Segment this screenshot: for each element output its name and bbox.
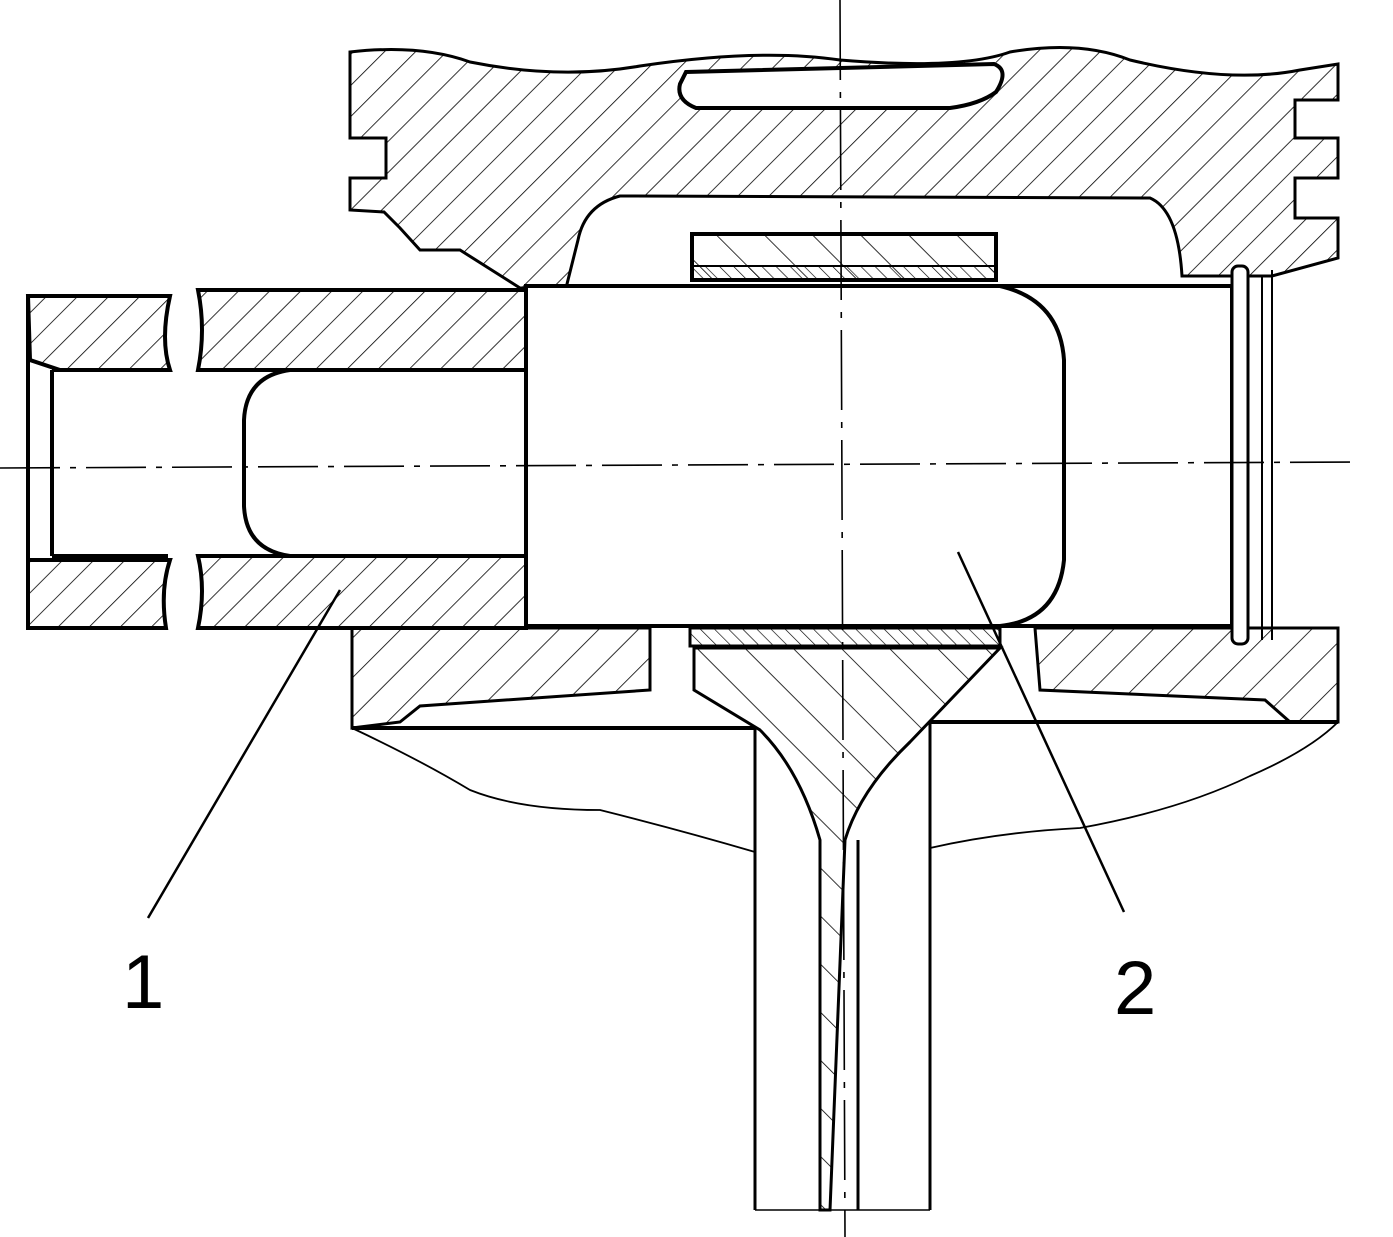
break-outline: [351, 721, 1339, 853]
centerlines: [0, 0, 1361, 1237]
puller-tool: [25, 288, 528, 630]
leader-lines: [146, 551, 1126, 919]
connecting-rod: [692, 646, 1004, 1212]
rod-bushing-upper: [690, 232, 998, 282]
piston-pin: [524, 284, 1234, 628]
piston-crown: [348, 46, 1340, 290]
callout-2: 2: [1114, 946, 1156, 1031]
piston-skirt-right: [930, 626, 1340, 724]
callout-1: 1: [122, 940, 164, 1025]
snap-ring: [1230, 264, 1273, 646]
rod-bushing-lower: [688, 626, 1002, 648]
